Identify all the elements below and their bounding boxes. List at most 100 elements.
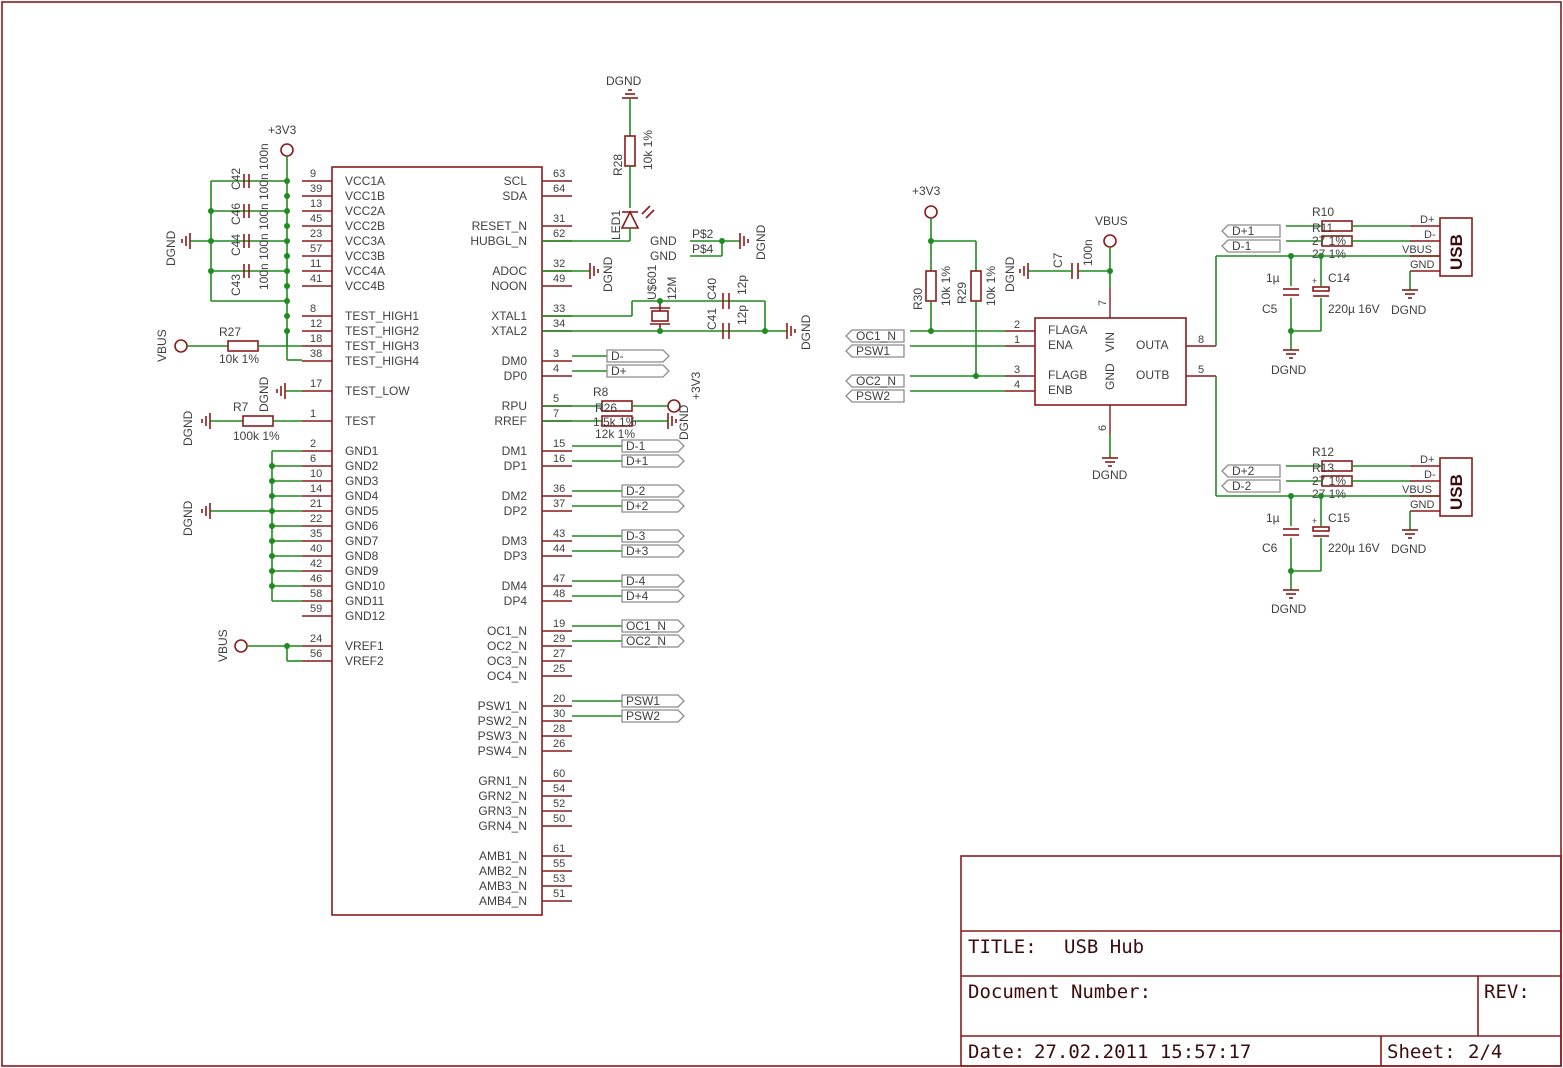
ground-symbol [181,233,191,249]
net-label-psw2-text: PSW2 [626,709,660,723]
hub-left-pin-name: GND8 [345,549,379,563]
hub-right-pin-num: 32 [553,258,565,270]
net-label-psw2 [621,709,685,723]
usb2-pin-vbus: VBUS [1402,484,1432,496]
ps-pin-outb: OUTB [1136,368,1169,382]
hub-left-pin-name: TEST [345,414,376,428]
c15-name: C15 [1328,511,1350,525]
hub-left-pin-name: VCC1B [345,189,385,203]
svg-text:+: + [1312,276,1317,286]
hub-left-pin-num: 8 [310,303,316,315]
c14-name: C14 [1328,271,1350,285]
hub-left-pin-num: 38 [310,348,322,360]
net-label-dp0 [606,364,670,378]
hub-left-pin-num: 24 [310,633,322,645]
crystal-symbol [650,301,670,331]
resistor-r28 [624,135,636,167]
hub-left-pin-num: 58 [310,588,322,600]
hub-right-pin-name: GRN1_N [478,774,527,788]
net-label-dm4-text: D-4 [626,574,646,588]
usb1-flag-dm-text: D-1 [1232,239,1252,253]
hub-right-pin-num: 33 [553,303,565,315]
dgnd-label-usb1: DGND [1391,303,1427,317]
dgnd-label-usb2: DGND [1391,542,1427,556]
ps-pin-outa: OUTA [1136,338,1168,352]
cap-c46-label: C46 [229,203,243,225]
hub-left-pin-num: 12 [310,318,322,330]
hub-right-pin-num: 49 [553,273,565,285]
dgnd-label-c7: DGND [1003,256,1017,292]
hub-left-pin-num: 39 [310,183,322,195]
hub-left-pin-name: VCC4B [345,279,385,293]
net-label-dp2 [621,499,685,513]
switch-flag-oc2-text: OC2_N [856,374,896,388]
cap-c44-label: C44 [229,234,243,256]
r11-name: R11 [1312,221,1333,235]
c41-value: 12p [735,305,749,325]
hub-right-pin-name: GRN2_N [478,789,527,803]
power-switch: FLAGA ENA FLAGB ENB OUTA OUTB VIN GND 2 … [910,184,1440,497]
sheet-value: 2/4 [1468,1041,1502,1063]
hub-right-pin-name: DP0 [504,369,528,383]
vbus-symbol-vref [234,639,248,653]
ps-num-2: 2 [1014,319,1020,331]
hub-right-pin-name: AMB2_N [479,864,527,878]
hub-right-pin-name: RREF [494,414,527,428]
supply-3v3-label: +3V3 [268,123,297,137]
title-block: TITLE: USB Hub Document Number: REV: Dat… [960,855,1562,1067]
hub-left-pin-name: GND2 [345,459,379,473]
ps-pin-vin: VIN [1103,332,1117,352]
hub-left-pin-name: GND12 [345,609,385,623]
cap-value-3: 100n [257,203,271,230]
hub-right-pin-num: 28 [553,723,565,735]
ps-num-1: 1 [1014,334,1020,346]
usb2-flag-dm-text: D-2 [1232,479,1252,493]
switch-flag-psw2 [845,389,905,403]
v3v3-label-pullup: +3V3 [912,184,941,198]
ps-num-6: 6 [1097,425,1109,431]
hub-left-pin-name: TEST_HIGH4 [345,354,419,368]
r8-name: R8 [593,385,609,399]
hub-right-pin-num: 16 [553,453,565,465]
ps-num-4: 4 [1014,379,1020,391]
hub-left-pin-name: TEST_LOW [345,384,410,398]
resistor-r7 [242,415,274,427]
hub-right-pin-num: 25 [553,663,565,675]
hub-right-pin-num: 51 [553,888,565,900]
vbus-label-r27: VBUS [155,329,169,362]
resistor-r29 [970,270,982,302]
supply-3v3-rpu [667,399,681,413]
net-label-dm2-text: D-2 [626,484,646,498]
usb-port-2: USB D+ D- VBUS GND R12 R13 27 1% 27 1% [1262,445,1473,616]
cap-c43-label: C43 [229,274,243,296]
c15-value: 220µ 16V [1328,541,1380,555]
r28-value: 10k 1% [641,130,655,170]
cap-value-1: 100n [257,143,271,170]
hub-right-pin-num: 47 [553,573,565,585]
usb2-flag-dm [1221,479,1281,493]
dgnd-label-c6: DGND [1271,602,1307,616]
c6-value: 1µ [1266,511,1280,525]
ps-pin-enb: ENB [1048,383,1073,397]
usb1-flag-dp [1221,224,1281,238]
hub-right-pin-num: 20 [553,693,565,705]
hub-left-pin-name: VCC4A [345,264,385,278]
hub-left-pin-name: GND9 [345,564,379,578]
c14-value: 220µ 16V [1328,302,1380,316]
usb1-flag-dp-text: D+1 [1232,224,1255,238]
net-label-dp1 [621,454,685,468]
gnd-label-a: GND [650,234,677,248]
hub-right-pin-num: 54 [553,783,565,795]
net-label-dp1-text: D+1 [626,454,649,468]
c5-value: 1µ [1266,271,1280,285]
hub-left-pin-name: TEST_HIGH1 [345,309,419,323]
hub-left-pin-num: 22 [310,513,322,525]
hub-right-pin-name: PSW4_N [478,744,527,758]
hub-right-pin-name: PSW3_N [478,729,527,743]
r12-name: R12 [1312,445,1334,459]
hub-left-pin-name: GND5 [345,504,379,518]
hub-right-pin-name: XTAL1 [491,309,527,323]
r13-value: 27 1% [1312,487,1346,501]
hub-left-pin-name: GND10 [345,579,385,593]
